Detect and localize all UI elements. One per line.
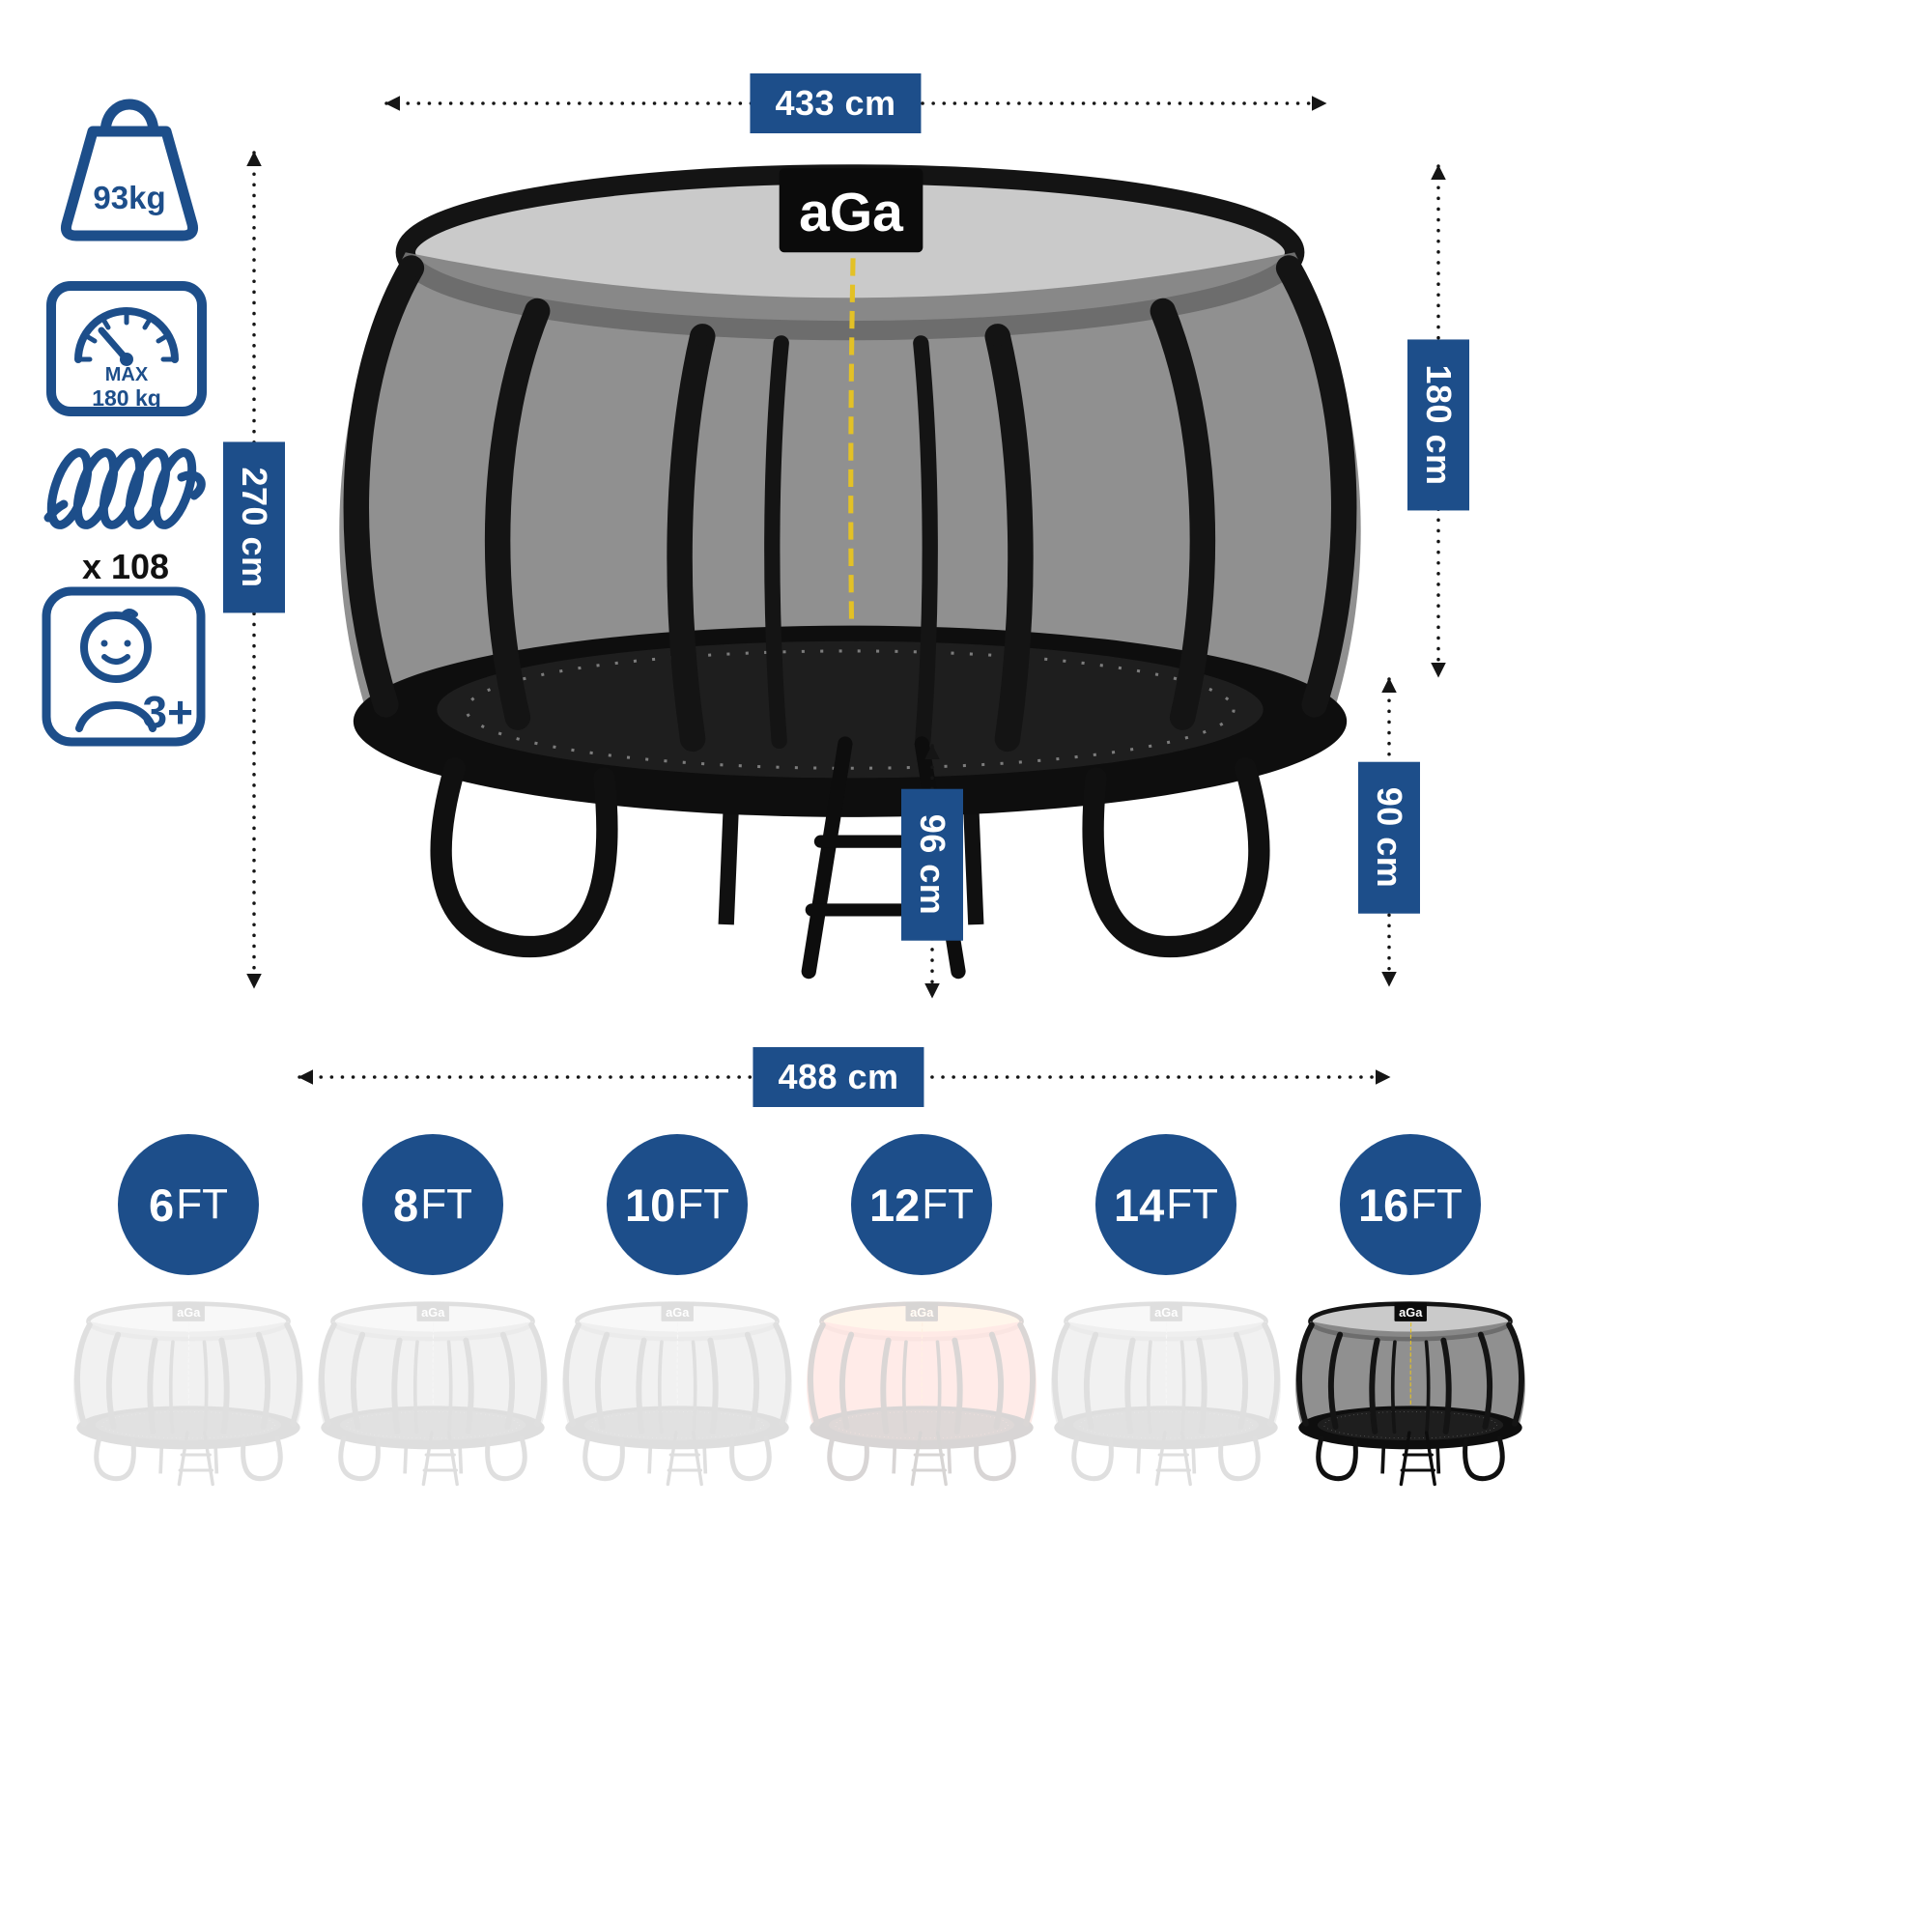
trampoline-thumb-16ft-selected[interactable] (1289, 1296, 1532, 1492)
dim-label-net-height: 180 cm (1407, 339, 1469, 511)
size-unit: FT (922, 1180, 975, 1228)
dim-label-frame-height: 90 cm (1358, 761, 1420, 914)
trampoline-thumb-6ft[interactable] (67, 1296, 310, 1492)
dim-label-total-height: 270 cm (223, 441, 285, 613)
weight-label: 93kg (93, 180, 166, 215)
weight-icon (61, 99, 198, 242)
trampoline-thumb-14ft[interactable] (1044, 1296, 1288, 1492)
max-load-line2: 180 kg (92, 384, 161, 411)
spec-max-load: MAX 180 kg (43, 278, 210, 419)
size-number: 8 (393, 1179, 419, 1231)
spring-icon (43, 448, 206, 529)
spec-springs: x 108 (39, 437, 213, 587)
size-unit: FT (176, 1180, 228, 1228)
max-load-line1: MAX (104, 364, 149, 385)
size-number: 10 (624, 1179, 676, 1231)
spec-weight: 93kg (46, 83, 213, 247)
size-unit: FT (677, 1180, 730, 1228)
trampoline-thumb-10ft[interactable] (555, 1296, 799, 1492)
size-number: 12 (868, 1179, 921, 1231)
age-label: 3+ (142, 687, 193, 737)
spec-age: 3+ (41, 585, 207, 748)
dim-label-base-width: 488 cm (753, 1047, 924, 1107)
springs-label: x 108 (81, 547, 170, 586)
max-load-label: MAX 180 kg (43, 364, 210, 411)
trampoline-thumb-12ft[interactable] (800, 1296, 1043, 1492)
dim-label-top-width: 433 cm (750, 73, 922, 133)
trampoline-thumb-8ft[interactable] (311, 1296, 554, 1492)
size-number: 14 (1113, 1179, 1165, 1231)
child-icon (42, 586, 206, 747)
dim-label-ladder-height: 96 cm (901, 788, 963, 941)
scale-icon (46, 281, 207, 416)
size-unit: FT (1410, 1180, 1463, 1228)
size-number: 6 (149, 1179, 175, 1231)
size-number: 16 (1357, 1179, 1409, 1231)
size-unit: FT (420, 1180, 472, 1228)
trampoline-illustration (309, 143, 1391, 1003)
size-unit: FT (1166, 1180, 1219, 1228)
